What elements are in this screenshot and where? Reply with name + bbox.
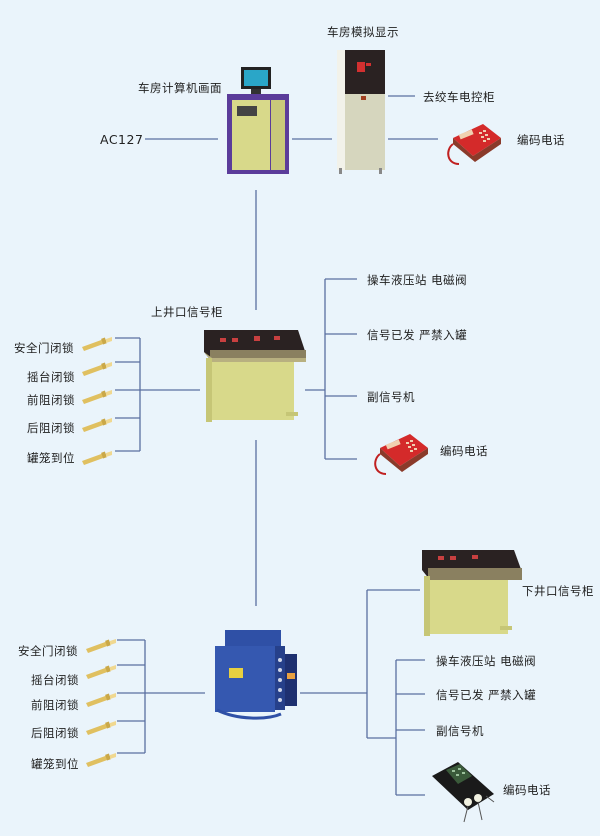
computer-cabinet: [225, 64, 293, 176]
upper-signal-cabinet-label: 上井口信号柜: [151, 305, 223, 319]
explosion-proof-box-icon: [215, 630, 297, 720]
lower-sensor-icon: [86, 753, 116, 767]
lower-output-label: 信号已发 严禁入罐: [436, 688, 537, 702]
lower-sensor-label: 安全门闭锁: [18, 644, 78, 658]
upper-sensor-icon: [82, 362, 112, 376]
computer-cabinet-icon: [227, 67, 289, 174]
upper-coded-phone: [372, 430, 432, 478]
ac127-label: AC127: [100, 132, 144, 147]
upper-sensor-label: 前阻闭锁: [27, 393, 75, 407]
upper-sensor-icon: [82, 418, 112, 432]
lower-output-label: 副信号机: [436, 724, 484, 738]
upper-output-label: 操车液压站 电磁阀: [367, 273, 468, 287]
upper-output-label: 信号已发 严禁入罐: [367, 328, 468, 342]
lower-sensor-label: 前阻闭锁: [31, 698, 79, 712]
winch-control-label: 去绞车电控柜: [423, 90, 495, 104]
upper-sensor-icon: [82, 337, 112, 351]
upper-sensor-icon: [82, 390, 112, 404]
mine-phone-icon: [432, 762, 495, 823]
display-cabinet-icon: [337, 50, 385, 174]
lower-sensor-label: 摇台闭锁: [31, 673, 79, 687]
upper-sensor-label: 后阻闭锁: [27, 421, 75, 435]
lower-sensor-label: 后阻闭锁: [31, 726, 79, 740]
signal-cabinet-icon: [422, 550, 522, 636]
top-coded-phone: [445, 120, 505, 168]
upper-signal-cabinet: [202, 328, 308, 426]
top-phone-label: 编码电话: [517, 133, 565, 147]
computer-screen-label: 车房计算机画面: [138, 81, 222, 95]
lower-signal-cabinet-label: 下井口信号柜: [522, 584, 594, 598]
lower-sensor-icon: [86, 665, 116, 679]
simulation-display-label: 车房模拟显示: [327, 25, 399, 39]
lower-sensor-label: 罐笼到位: [31, 757, 79, 771]
lower-output-label: 编码电话: [503, 783, 551, 797]
upper-output-label: 副信号机: [367, 390, 415, 404]
upper-sensor-label: 安全门闭锁: [14, 341, 74, 355]
simulation-display-cabinet: [333, 48, 389, 176]
lower-output-label: 操车液压站 电磁阀: [436, 654, 537, 668]
upper-sensor-label: 罐笼到位: [27, 451, 75, 465]
underground-control-box: [207, 628, 301, 720]
lower-sensor-icon: [86, 721, 116, 735]
upper-output-label: 编码电话: [440, 444, 488, 458]
phone-icon: [374, 434, 428, 475]
lower-signal-cabinet: [420, 548, 524, 638]
phone-icon: [447, 124, 501, 165]
signal-cabinet-icon: [204, 330, 306, 422]
upper-sensor-icon: [82, 451, 112, 465]
lower-coded-phone: [428, 758, 500, 824]
lower-sensor-icon: [86, 693, 116, 707]
upper-sensor-label: 摇台闭锁: [27, 370, 75, 384]
lower-sensor-icon: [86, 639, 116, 653]
